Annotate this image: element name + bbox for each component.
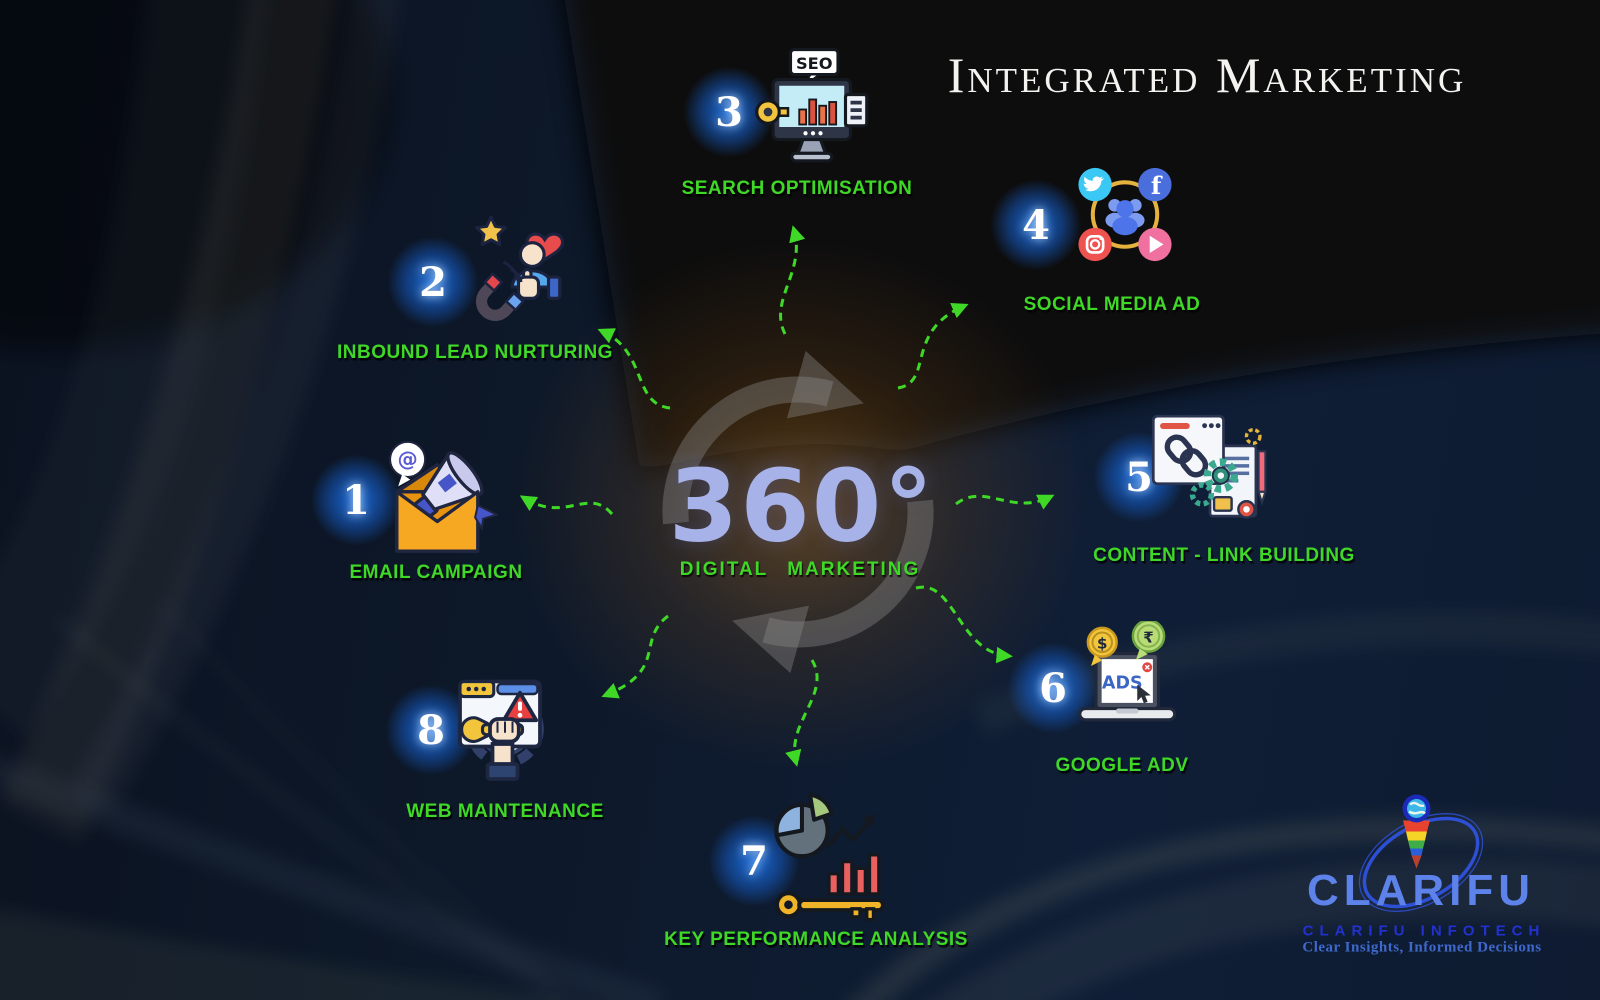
person-thumbs-up-icon [510,241,562,300]
bar-chart-icon [827,853,881,896]
arrow-to-social-media [897,303,969,390]
instagram-icon [1078,227,1112,262]
item-number-badge-1: 1 [310,454,402,546]
ads-text: ADS [1102,674,1143,694]
item-label-content-link: CONTENT - LINK BUILDING [1093,545,1355,566]
magnet-icon [475,272,525,321]
paper-plane-icon [474,503,500,532]
logo-company-text: CLARIFU INFOTECH [1302,922,1546,940]
arrow-to-key-performance [785,659,819,767]
web-maintenance-icon [438,664,563,794]
center-degree: 360° [668,447,936,565]
at-symbol: @ [397,447,417,471]
email-campaign-icon: @ [373,427,508,567]
warning-icon [501,690,539,723]
people-group-icon [1105,198,1145,236]
seo-text: SEO [796,54,833,73]
browser-link-icon [1151,414,1225,486]
at-bubble [389,440,427,478]
arrow-to-content-link [955,494,1055,510]
content-link-icon [1143,400,1278,540]
arrow-to-search-optimisation [779,225,806,335]
logo-brand-text: CLARIFU [1306,866,1536,915]
arrow-to-email-campaign [519,495,614,516]
page-title: Integrated Marketing [947,47,1467,103]
item-label-web-maintenance: WEB MAINTENANCE [406,801,604,822]
play-video-icon [1138,227,1172,262]
item-label-social-media: SOCIAL MEDIA AD [1023,294,1201,315]
seo-monitor-icon: SEO [746,47,871,177]
orbit-ellipses [1358,813,1484,912]
magnet-lead-icon [454,212,579,342]
item-label-email-campaign: EMAIL CAMPAIGN [349,562,523,583]
trend-arrow-icon [826,813,877,849]
gear-outline-icon [1244,428,1262,445]
key-icon [774,891,885,922]
svg-text:$: $ [1097,635,1107,653]
gear-icon [1189,458,1239,507]
folder-icon [1212,495,1233,512]
pie-chart-icon [774,792,834,859]
star-icon [475,215,507,247]
corner-shade [0,0,390,350]
arrow-to-web-maintenance [601,614,669,699]
logo-tagline-text: Clear Insights, Informed Decisions [1302,939,1542,956]
item-label-google-adv: GOOGLE ADV [1055,755,1189,776]
left-smoke-streaks [0,0,399,840]
clarifu-logo-icon [1296,781,1546,936]
social-media-icon: f [1068,157,1183,277]
hand-wrench-icon [460,716,525,781]
item-label-lead-nurturing: INBOUND LEAD NURTURING [337,342,613,363]
item-label-key-performance: KEY PERFORMANCE ANALYSIS [664,929,968,950]
item-number-badge-2: 2 [387,236,479,328]
google-ads-icon: ADS $ ₹ [1064,619,1189,751]
arrow-to-google-adv [915,585,1013,664]
dollar-coin-icon: $ [1086,626,1118,666]
key-performance-icon [766,790,901,930]
document-icon [843,92,869,128]
item-number-badge-4: 4 [990,179,1082,271]
svg-text:f: f [1151,171,1163,200]
center-subtitle: DIGITAL MARKETING [679,559,921,580]
facebook-icon: f [1138,167,1172,202]
key-magnifier-icon [755,99,790,125]
item-label-search-optimisation: SEARCH OPTIMISATION [681,178,913,199]
cone-pin-icon [1402,794,1431,869]
cursor-icon [1137,684,1151,704]
rupee-coin-icon: ₹ [1131,619,1166,660]
twitter-icon [1078,167,1112,202]
svg-text:₹: ₹ [1143,628,1153,646]
chain-link-icon [1164,434,1194,465]
pencil-icon [1257,450,1267,493]
